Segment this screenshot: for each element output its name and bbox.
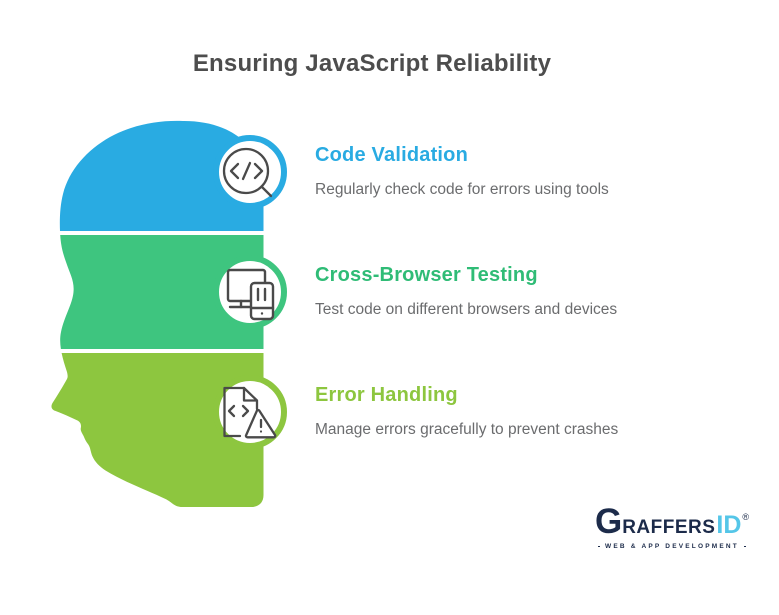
tagline-left-dash [598,546,601,547]
logo-id-text: ID [716,511,742,539]
code-search-icon [222,147,273,198]
item-description: Manage errors gracefully to prevent cras… [315,421,619,438]
item-heading: Cross-Browser Testing [315,264,538,286]
list-item-cross-browser-testing: Cross-Browser Testing Test code on diffe… [315,264,715,319]
cross-device-icon [226,268,275,321]
list-item-code-validation: Code Validation Regularly check code for… [315,144,715,199]
logo-name-text: RAFFERS [622,517,716,538]
item-heading: Code Validation [315,144,469,166]
registered-trademark-mark: ® [742,512,750,522]
item-heading: Error Handling [315,384,458,406]
logo-tagline: WEB & APP DEVELOPMENT [598,543,746,550]
list-item-error-handling: Error Handling Manage errors gracefully … [315,384,715,439]
error-document-icon [223,386,277,439]
tagline-right-dash [743,546,746,547]
item-description: Regularly check code for errors using to… [315,181,609,198]
page-title: Ensuring JavaScript Reliability [192,50,552,77]
logo-letter-g: G [594,502,623,541]
item-description: Test code on different browsers and devi… [315,301,618,318]
tagline-text: WEB & APP DEVELOPMENT [605,543,739,550]
